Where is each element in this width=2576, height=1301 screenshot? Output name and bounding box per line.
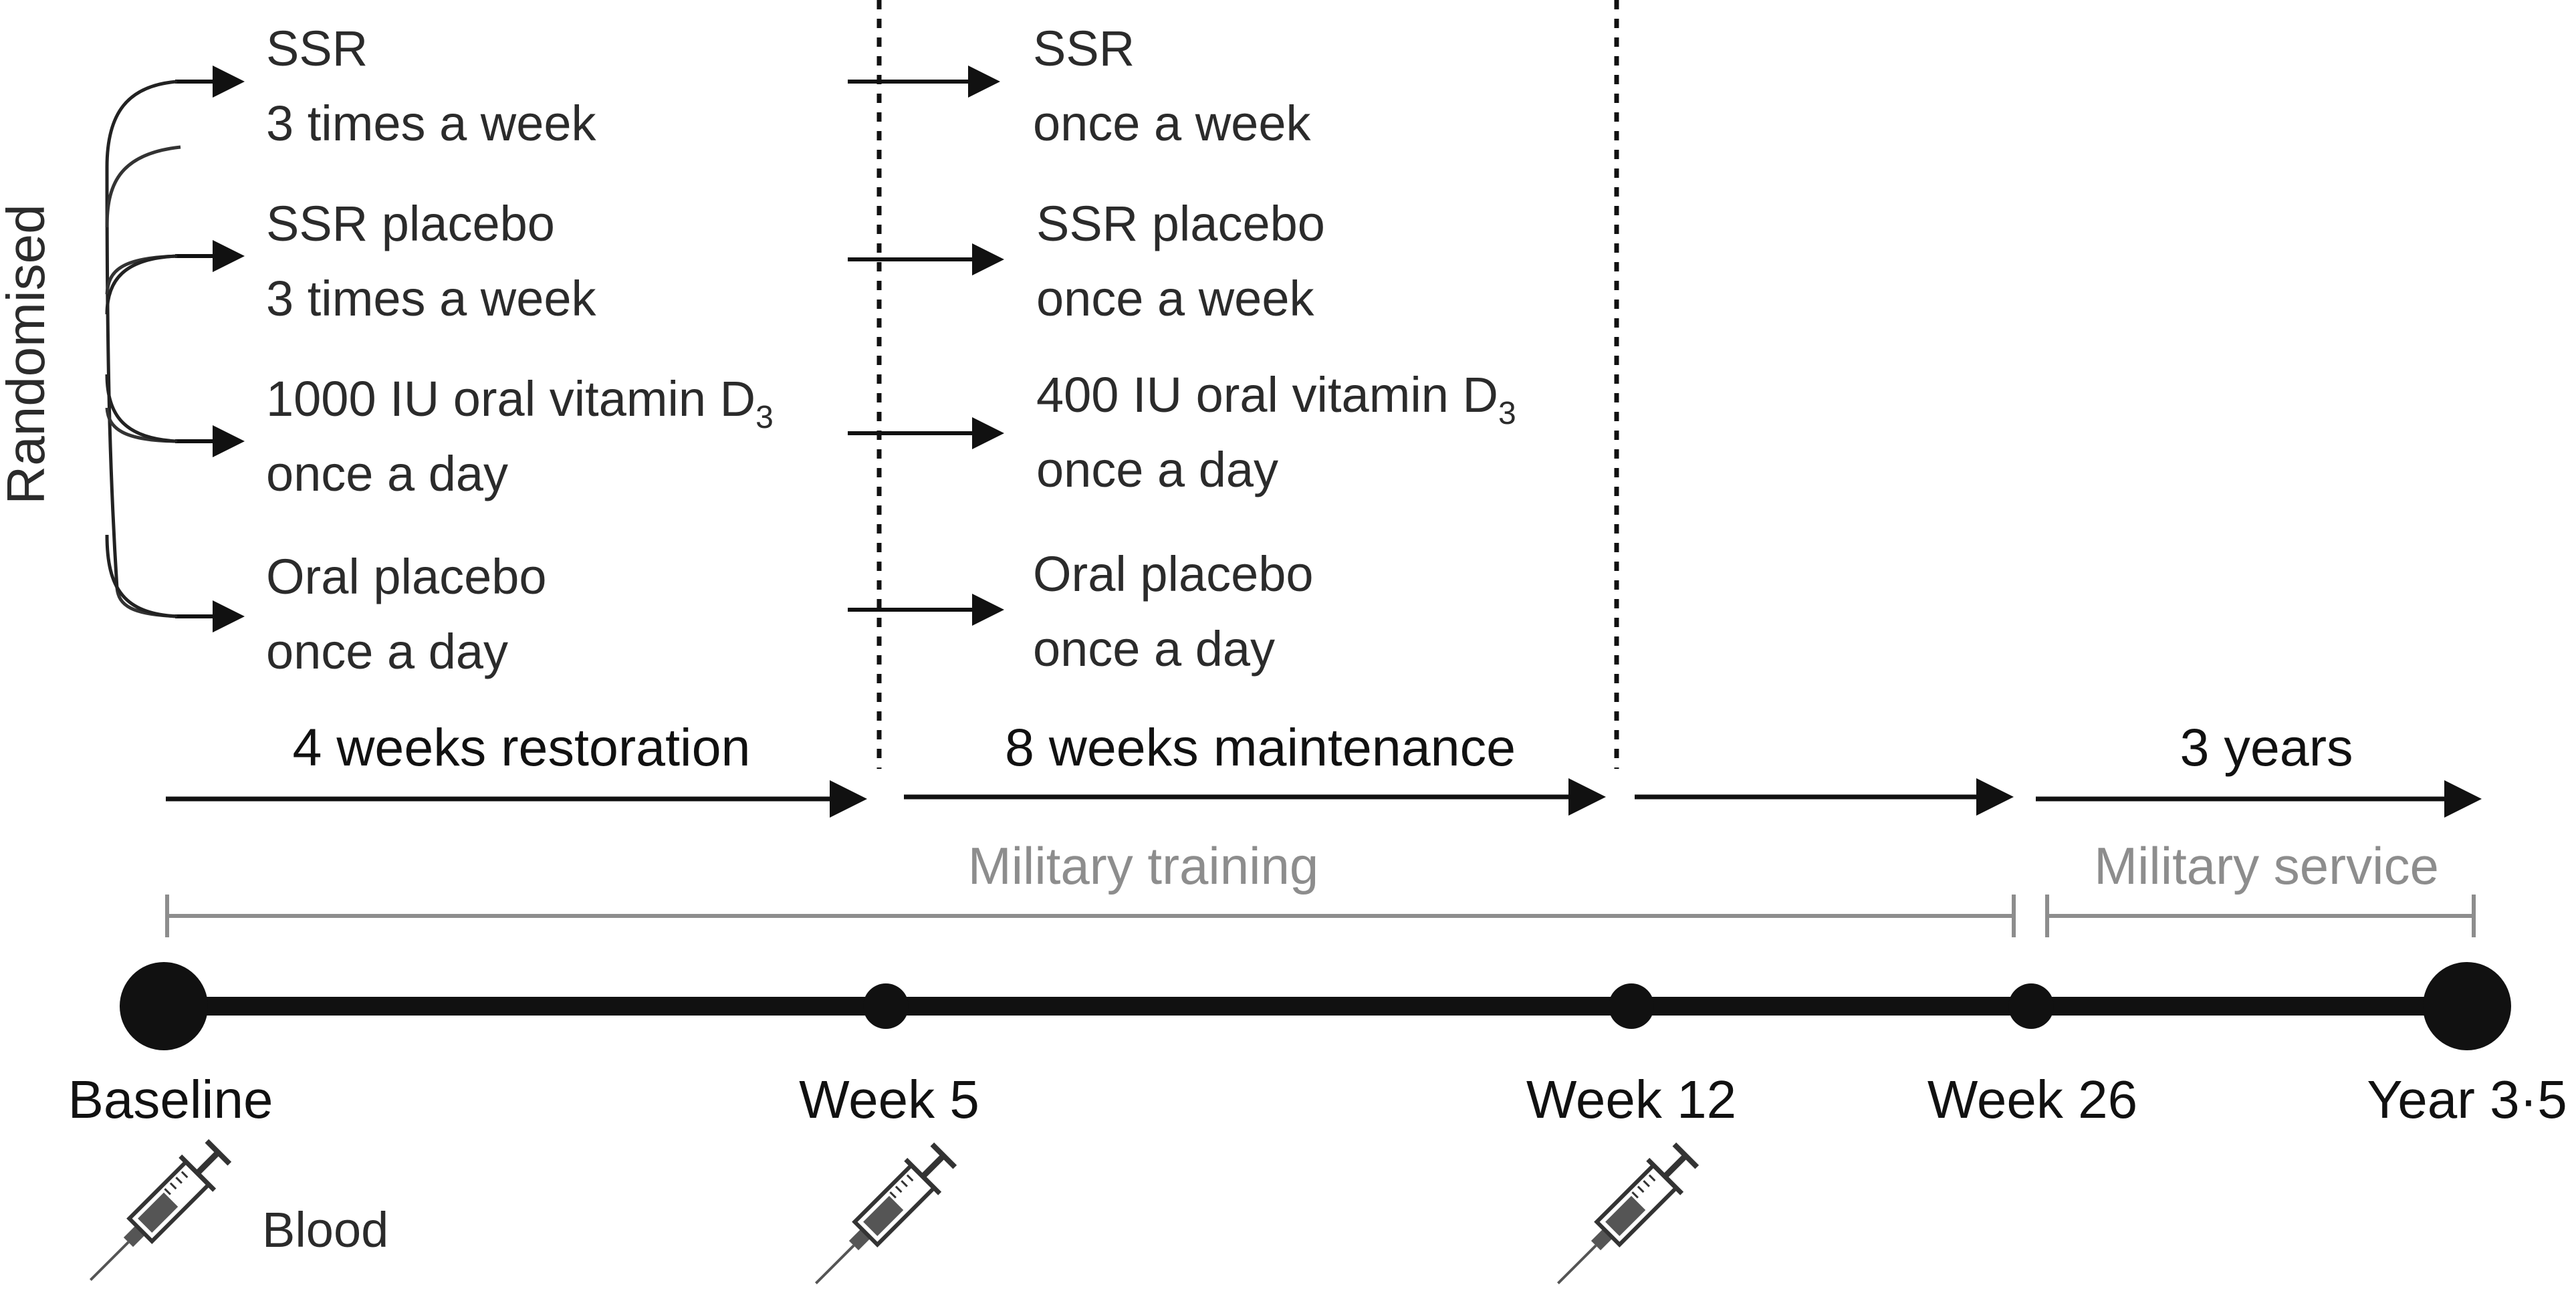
arm-initial-1-line2: 3 times a week xyxy=(266,96,597,151)
arm-maint-3-line1: 400 IU oral vitamin D3 xyxy=(1036,367,1516,431)
transition-arrows xyxy=(848,66,1004,626)
syringe-icon xyxy=(799,1139,961,1300)
syringe-icon xyxy=(74,1135,235,1297)
phase-restoration-label: 4 weeks restoration xyxy=(292,717,750,777)
arm-maint-4-line1: Oral placebo xyxy=(1033,546,1314,602)
arm-initial-2-line2: 3 times a week xyxy=(266,271,597,326)
randomisation-arrows xyxy=(175,66,245,632)
period-brackets xyxy=(165,895,2476,937)
timepoint-baseline: Baseline xyxy=(68,1070,273,1129)
arm-initial-4-line1: Oral placebo xyxy=(266,549,547,604)
timeline-node-week12 xyxy=(1609,983,1654,1029)
arm-maint-3-line2: once a day xyxy=(1036,442,1278,497)
arms-maintenance: SSR once a week SSR placebo once a week … xyxy=(1033,21,1516,677)
timeline xyxy=(120,962,2511,1050)
arm-maint-2-line1: SSR placebo xyxy=(1036,196,1325,251)
arm-initial-2-line1: SSR placebo xyxy=(266,196,555,251)
timeline-node-week26 xyxy=(2008,983,2054,1029)
randomisation-brace xyxy=(105,145,181,618)
blood-label: Blood xyxy=(262,1202,388,1258)
randomised-label: Randomised xyxy=(0,204,55,504)
arm-initial-3-line1: 1000 IU oral vitamin D3 xyxy=(266,371,774,435)
timepoint-labels: Baseline Week 5 Week 12 Week 26 Year 3·5 xyxy=(68,1070,2567,1129)
arm-maint-2-line2: once a week xyxy=(1036,271,1314,326)
timepoint-week5: Week 5 xyxy=(799,1070,979,1129)
phase-maintenance-label: 8 weeks maintenance xyxy=(1005,717,1516,777)
arm-initial-1-line1: SSR xyxy=(266,21,368,76)
timepoint-week12: Week 12 xyxy=(1526,1070,1736,1129)
timepoint-year35: Year 3·5 xyxy=(2367,1070,2567,1129)
arm-initial-3-line2: once a day xyxy=(266,446,508,501)
syringe-icon xyxy=(1541,1139,1703,1300)
timeline-node-baseline xyxy=(120,962,208,1050)
service-duration-label: 3 years xyxy=(2180,717,2353,777)
timeline-node-week5 xyxy=(863,983,909,1029)
timepoint-week26: Week 26 xyxy=(1927,1070,2137,1129)
arms-initial: SSR 3 times a week SSR placebo 3 times a… xyxy=(266,21,774,679)
phase-dividers xyxy=(876,0,1619,769)
arm-initial-4-line2: once a day xyxy=(266,624,508,679)
phase-arrows xyxy=(166,778,2482,818)
timeline-node-year35 xyxy=(2423,962,2511,1050)
military-service-label: Military service xyxy=(2094,836,2439,895)
military-training-label: Military training xyxy=(968,836,1318,895)
arm-maint-1-line2: once a week xyxy=(1033,96,1311,151)
brace-ends xyxy=(105,80,178,618)
arm-maint-4-line2: once a day xyxy=(1033,621,1275,677)
arm-maint-1-line1: SSR xyxy=(1033,21,1135,76)
